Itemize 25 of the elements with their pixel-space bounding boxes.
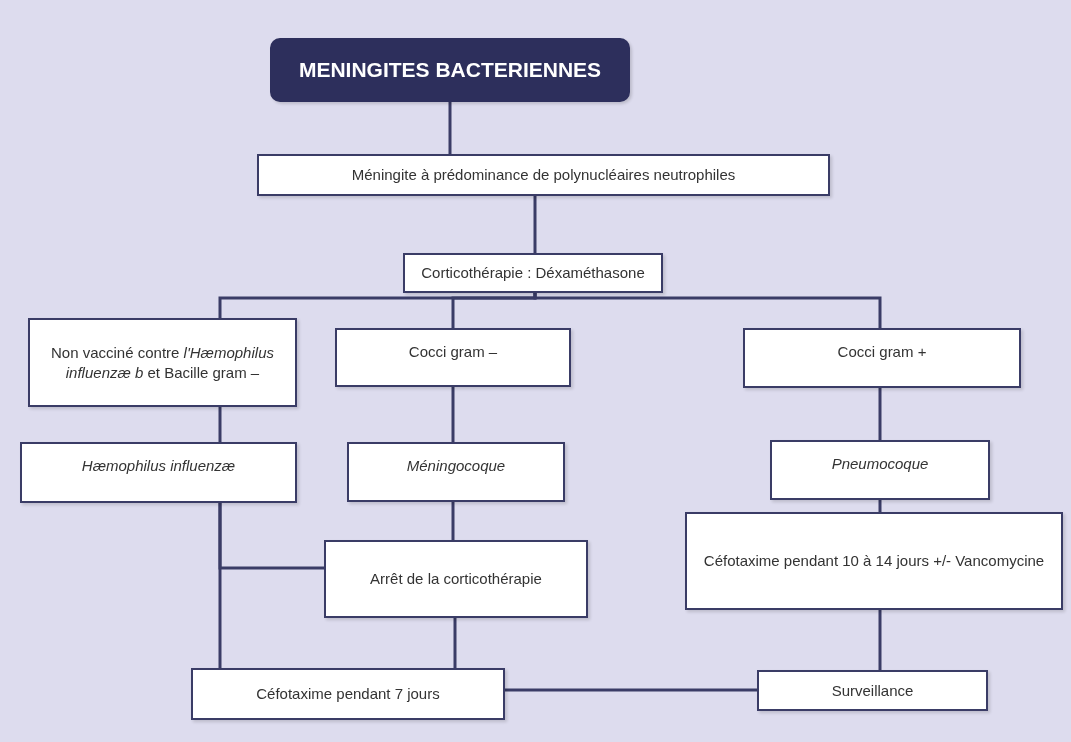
process-box: Cocci gram – <box>335 328 571 387</box>
connector-line <box>448 102 452 154</box>
connector-line <box>533 196 537 253</box>
process-box: Céfotaxime pendant 10 à 14 jours +/- Vancomycine <box>685 512 1063 610</box>
connector-line <box>218 503 324 570</box>
process-box: Céfotaxime pendant 7 jours <box>191 668 505 720</box>
process-box: Surveillance <box>757 670 988 711</box>
process-box: Méningite à prédominance de polynucléaires neutrophiles <box>257 154 830 196</box>
process-box: Arrêt de la corticothérapie <box>324 540 588 618</box>
connector-line <box>878 388 882 440</box>
title-box: MENINGITES BACTERIENNES <box>270 38 630 102</box>
connector-line <box>218 407 222 442</box>
process-box: Corticothérapie : Déxaméthasone <box>403 253 663 293</box>
process-box: Cocci gram + <box>743 328 1021 388</box>
connector-line <box>505 688 757 692</box>
connector-line <box>878 610 882 670</box>
process-box: Méningocoque <box>347 442 565 502</box>
connector-line <box>878 500 882 512</box>
connector-line <box>451 387 455 442</box>
connector-line <box>451 502 455 540</box>
connector-line <box>533 293 882 328</box>
process-box: Non vacciné contre l'Hæmophilus influenzæ b et Bacille gram – <box>28 318 297 407</box>
process-box: Pneumocoque <box>770 440 990 500</box>
process-box: Hæmophilus influenzæ <box>20 442 297 503</box>
connector-line <box>453 618 457 668</box>
